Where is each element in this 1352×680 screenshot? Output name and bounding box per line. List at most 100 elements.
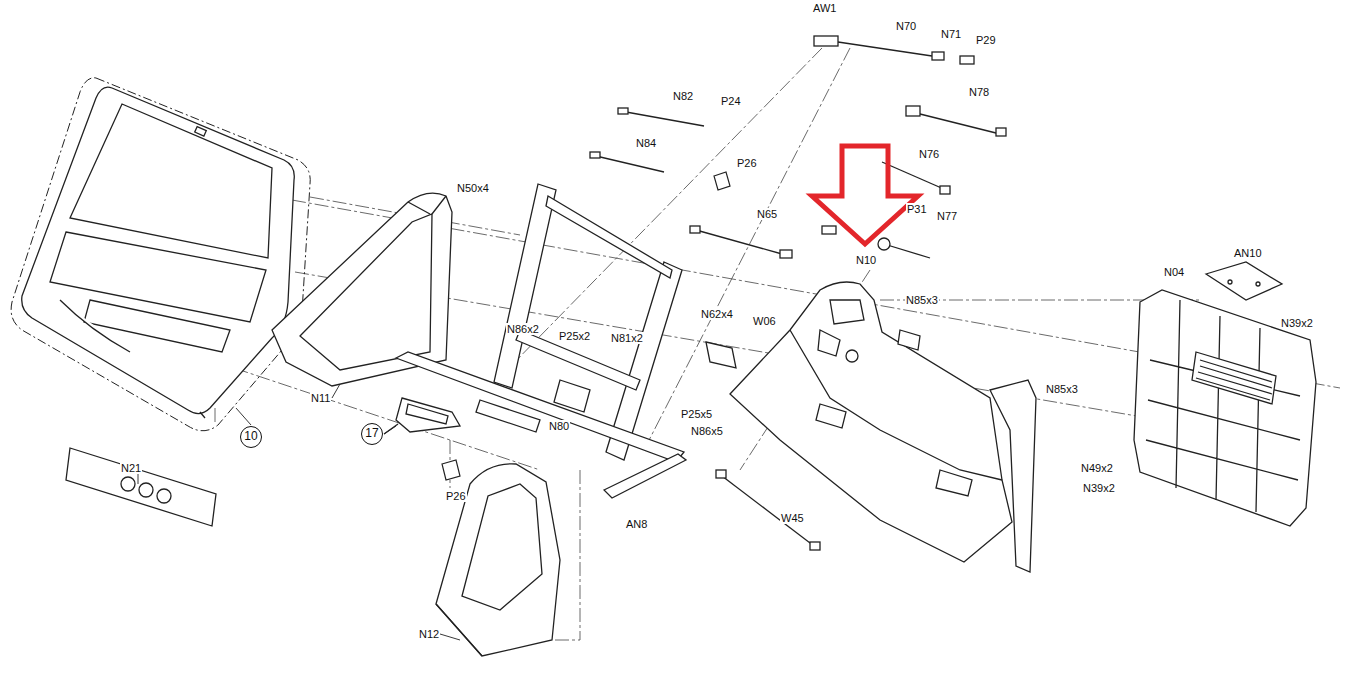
lower-cover — [462, 484, 542, 610]
wire-harness — [906, 106, 920, 116]
callout-circle: 17 — [361, 423, 383, 445]
base-bracket — [554, 380, 590, 412]
wire-harness — [884, 244, 930, 258]
part-label: N71 — [940, 28, 962, 40]
part-label: N80 — [548, 420, 570, 432]
leader-line — [138, 474, 139, 484]
part-label: P26 — [736, 157, 758, 169]
part-label: P29 — [975, 34, 997, 46]
wire-harness — [940, 186, 950, 194]
leader-line — [384, 426, 396, 434]
part-label: N49x2 — [1080, 462, 1114, 474]
part-label: AW1 — [812, 2, 837, 14]
wire-harness — [618, 108, 628, 114]
wire-harness — [690, 226, 700, 233]
back-cover — [1256, 282, 1260, 286]
part-label: N85x3 — [1045, 383, 1079, 395]
speaker-module — [406, 404, 448, 424]
leader-line — [332, 384, 340, 398]
assembly-guide-line — [555, 640, 580, 641]
grommet — [442, 460, 460, 480]
upright-frame — [494, 184, 556, 388]
wire-harness — [996, 128, 1006, 136]
wire-harness — [882, 162, 946, 190]
rear-cover — [936, 470, 972, 496]
part-label: W45 — [780, 512, 805, 524]
console-frame — [60, 300, 205, 418]
wire-harness — [626, 112, 704, 126]
rear-cover — [790, 330, 1002, 480]
wire-harness — [696, 230, 782, 254]
wire-harness — [912, 112, 1000, 134]
part-label: N50x4 — [456, 182, 490, 194]
back-cover — [1134, 262, 1316, 526]
part-label: AN10 — [1233, 247, 1263, 259]
overlay-bar — [157, 489, 171, 503]
part-label: N62x4 — [700, 308, 734, 320]
leader-line — [440, 634, 460, 640]
console-frame — [84, 300, 230, 352]
grommet — [714, 172, 730, 190]
part-label: N85x3 — [905, 294, 939, 306]
part-label: W06 — [752, 315, 777, 327]
side-cover — [272, 193, 452, 386]
part-label: N65 — [756, 208, 778, 220]
rear-cover — [816, 404, 846, 428]
assembly-guide-line — [580, 470, 581, 640]
rear-cover — [846, 350, 858, 362]
part-label: P24 — [720, 95, 742, 107]
part-label: N39x2 — [1280, 317, 1314, 329]
back-cover — [1146, 300, 1300, 512]
part-label: N84 — [635, 137, 657, 149]
back-cover — [1134, 290, 1316, 526]
speaker-module — [384, 398, 460, 434]
part-label: N86x5 — [690, 425, 724, 437]
rear-cover — [818, 330, 840, 356]
wire-harness — [814, 36, 838, 46]
part-label: N76 — [918, 148, 940, 160]
part-label: N21 — [120, 462, 142, 474]
base-bracket — [396, 352, 684, 462]
console-frame — [22, 87, 295, 413]
rear-cover — [898, 330, 920, 350]
part-label: N77 — [936, 210, 958, 222]
callout-number: 17 — [365, 427, 378, 440]
part-label: N78 — [968, 86, 990, 98]
assembly-guide-line — [215, 408, 216, 425]
console-frame — [195, 127, 207, 137]
overlay-bar — [66, 448, 216, 526]
wire-harness — [596, 156, 664, 172]
wire-harness — [878, 238, 890, 250]
rear-cover — [990, 380, 1036, 572]
lower-cover — [436, 604, 482, 656]
part-label: N04 — [1163, 266, 1185, 278]
overlay-bar — [121, 477, 135, 491]
part-label: N86x2 — [506, 323, 540, 335]
side-cover — [408, 196, 446, 214]
lower-cover — [436, 464, 560, 656]
part-label: N81x2 — [610, 332, 644, 344]
overlay-bar — [139, 483, 153, 497]
wire-harness — [960, 56, 974, 64]
side-cover — [272, 193, 452, 386]
wire-harness — [822, 226, 836, 234]
callout-circle: 10 — [240, 426, 262, 448]
grommet — [442, 172, 730, 480]
rear-cover — [830, 300, 864, 324]
highlight-arrow — [812, 146, 918, 244]
wire-harness — [590, 152, 600, 158]
wire-harness — [722, 476, 814, 546]
rear-cover — [730, 282, 1012, 562]
back-cover — [1206, 262, 1282, 300]
side-cover — [300, 214, 432, 370]
back-cover — [1192, 352, 1276, 404]
speaker-module — [384, 424, 398, 434]
back-cover — [1196, 360, 1272, 400]
part-label: P25x5 — [680, 408, 713, 420]
part-label: P31 — [906, 203, 928, 215]
part-label: P26 — [445, 490, 467, 502]
part-label: N10 — [855, 254, 877, 266]
